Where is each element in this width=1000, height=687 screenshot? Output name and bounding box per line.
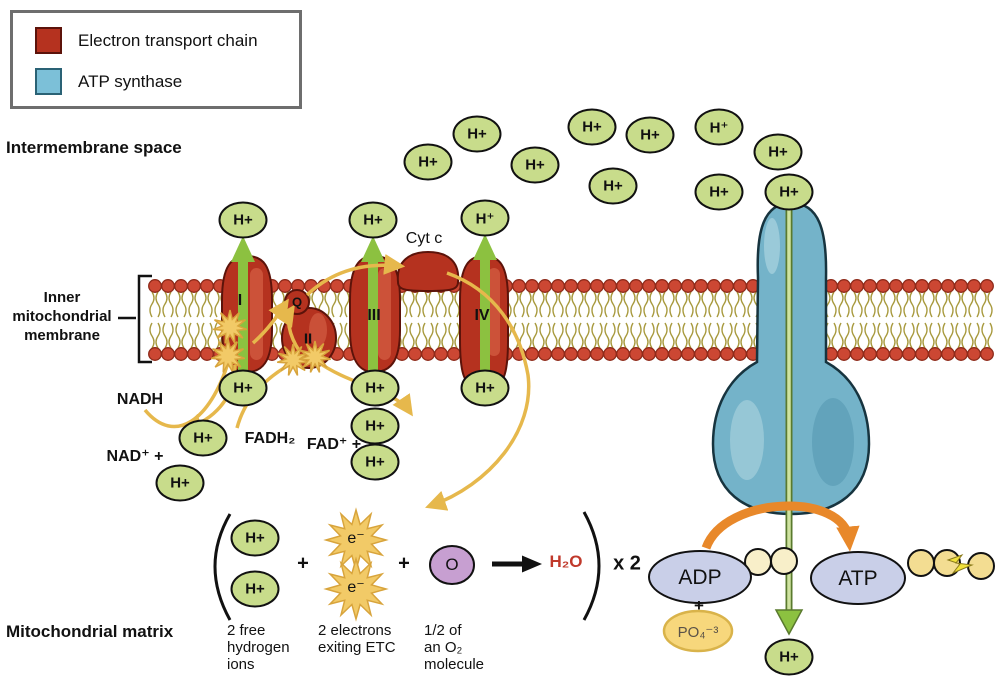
electron-starbursts: [210, 309, 389, 622]
complex-iv-label: IV: [474, 307, 490, 324]
legend-item-synthase: ATP synthase: [35, 68, 182, 95]
electron-starburst-icon: [298, 340, 332, 373]
equation-plus-2: +: [398, 552, 410, 575]
high-energy-bond-icon: [946, 553, 974, 575]
phosphate-circle: [907, 549, 935, 577]
equation-close-paren: [582, 511, 601, 621]
cytochrome-c-shape: [396, 250, 460, 293]
equation-plus-1: +: [297, 552, 309, 575]
adp-to-atp-arrow: [701, 501, 860, 552]
synthase-swatch-icon: [35, 68, 62, 95]
q-carrier-label: Q: [291, 294, 303, 310]
atp-label: ATP: [838, 567, 878, 590]
oxygen-atom-label: O: [445, 555, 459, 574]
electron-starburst-icon: [210, 338, 246, 373]
phosphate-circle: [770, 547, 798, 575]
caption-electrons: 2 electrons exiting ETC: [318, 622, 396, 656]
legend: Electron transport chain ATP synthase: [10, 10, 302, 109]
complex-iii-label: III: [367, 307, 381, 324]
phosphate-po4-shape: [662, 609, 734, 653]
equation-open-paren: [213, 513, 232, 621]
membrane-bracket: [137, 274, 152, 364]
synthase-proton-flow-arrow: [774, 200, 804, 636]
complex-i-label: I: [237, 292, 243, 309]
h2o-label: H₂O: [549, 552, 583, 571]
etc-swatch-icon: [35, 27, 62, 54]
phosphate-circle: [967, 552, 995, 580]
fadh2-label: FADH₂: [244, 430, 296, 447]
fad-plus-label: FAD⁺ +: [306, 436, 362, 453]
adp-plus-label: +: [694, 596, 704, 615]
caption-hydrogen-ions: 2 free hydrogen ions: [227, 622, 290, 673]
electron-starburst-icon: [212, 309, 248, 344]
legend-label-synthase: ATP synthase: [78, 71, 183, 91]
atp-molecule-shape: [810, 549, 995, 605]
inner-membrane-label: Inner mitochondrial membrane: [12, 289, 112, 344]
po4-label: PO₄⁻³: [677, 624, 719, 641]
electron-label-2: e⁻: [347, 579, 365, 596]
legend-item-etc: Electron transport chain: [35, 27, 258, 54]
adp-label: ADP: [678, 566, 722, 589]
oxygen-atom-shape: [429, 545, 475, 585]
times-two-label: x 2: [613, 552, 641, 575]
intermembrane-space-label: Intermembrane space: [6, 138, 182, 157]
complex-ii-label: II: [303, 330, 313, 348]
nadh-label: NADH: [116, 391, 164, 408]
cytochrome-c-label: Cyt c: [405, 230, 443, 247]
caption-oxygen: 1/2 of an O₂ molecule: [424, 622, 485, 673]
nad-plus-label: NAD⁺ +: [106, 448, 164, 465]
adp-molecule-shape: [648, 547, 798, 604]
electron-starburst-icon: [323, 556, 389, 622]
electron-label-1: e⁻: [347, 530, 365, 547]
matrix-label: Mitochondrial matrix: [6, 622, 174, 641]
legend-label-etc: Electron transport chain: [78, 30, 258, 50]
